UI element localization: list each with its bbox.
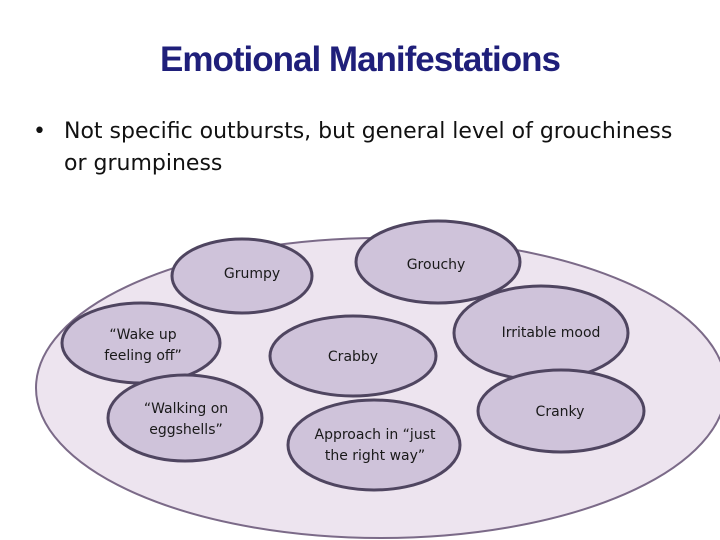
label-walking-line2: eggshells” [149,422,223,438]
label-walking-line1: “Walking on [143,401,229,417]
bullet-marker: • [33,119,46,144]
ellipse-approach [286,398,462,492]
bullet-list: • Not specific outbursts, but general le… [33,116,693,180]
slide-title: Emotional Manifestations [160,40,561,79]
bullet-item: • Not specific outbursts, but general le… [33,116,693,180]
ellipse-grouchy [354,219,522,305]
label-crabby: Crabby [327,349,379,365]
label-irritable-mood: Irritable mood [501,325,601,341]
label-approach-line2: the right way” [324,448,426,464]
label-grumpy: Grumpy [223,266,281,282]
label-approach-line1: Approach in “just [314,427,436,443]
ellipse-crabby [268,314,438,398]
label-grouchy: Grouchy [406,257,466,273]
label-wake-up-line1: “Wake up [109,327,177,343]
label-walking-on-eggshells: “Walking on eggshells” [126,399,246,441]
ellipse-cranky [476,368,646,454]
label-cranky: Cranky [535,404,585,420]
ellipse-grumpy [170,237,314,315]
label-wake-up: “Wake up feeling off” [83,325,203,367]
label-approach: Approach in “just the right way” [300,425,450,467]
bullet-text: Not specific outbursts, but general leve… [64,119,673,176]
ellipse-walking-on-eggshells [106,373,264,463]
label-wake-up-line2: feeling off” [104,348,182,364]
